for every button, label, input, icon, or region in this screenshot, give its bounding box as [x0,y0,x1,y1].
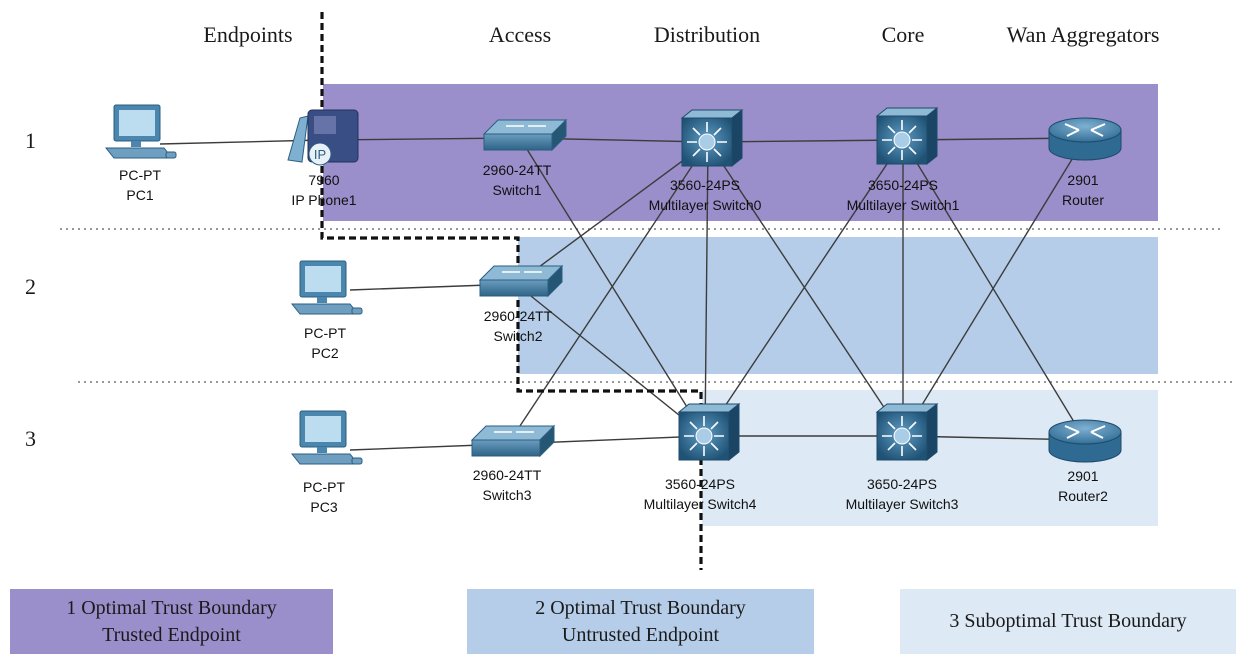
router2-label: 2901 Router2 [1058,466,1108,506]
row-label-3: 3 [25,426,36,451]
legend-box-2: 2 Optimal Trust Boundary Untrusted Endpo… [467,589,814,654]
column-header-core: Core [881,22,925,47]
mls4-label: 3560-24PS Multilayer Switch4 [644,474,757,514]
mls3-name: Multilayer Switch3 [845,496,959,512]
switch3-model: 2960-24TT [472,467,542,483]
pc3-name: PC3 [310,499,338,515]
mls1-label: 3650-24PS Multilayer Switch1 [847,175,960,215]
mls1-name: Multilayer Switch1 [846,197,960,213]
pc1-name: PC1 [126,187,154,203]
router1-router-icon [1048,117,1122,161]
legend-box-3: 3 Suboptimal Trust Boundary [900,589,1236,654]
mls4-multilayer-switch-icon [677,402,741,462]
column-header-endpoints: Endpoints [203,22,293,47]
switch1-switch-icon [482,118,568,152]
column-header-wan-aggregators: Wan Aggregators [1006,22,1160,47]
legend-3-line1: 3 Suboptimal Trust Boundary [949,610,1187,632]
switch3-switch-icon [470,424,556,458]
link-switch3-mls0 [507,141,709,445]
pc2-name: PC2 [311,345,339,361]
switch2-model: 2960-24TT [483,308,553,324]
mls0-name: Multilayer Switch0 [648,197,762,213]
phone1-model: 7960 [308,172,340,188]
link-switch2-mls0 [515,141,709,285]
mls1-model: 3650-24PS [867,177,939,193]
pc3-pc-icon [290,410,363,465]
link-mls1-router2 [902,139,1086,441]
pc3-label: PC-PT PC3 [303,477,345,517]
mls0-label: 3560-24PS Multilayer Switch0 [649,175,762,215]
router1-model: 2901 [1067,172,1099,188]
pc2-label: PC-PT PC2 [304,323,346,363]
switch2-switch-icon [478,264,564,298]
mls4-name: Multilayer Switch4 [643,496,757,512]
legend-1-line2: Trusted Endpoint [102,623,241,646]
legend-1-line1: 1 Optimal Trust Boundary [66,596,277,619]
mls3-multilayer-switch-icon [875,402,939,462]
link-switch2-mls4 [515,283,706,437]
router1-label: 2901 Router [1062,170,1104,210]
router2-model: 2901 [1067,468,1099,484]
switch3-label: 2960-24TT Switch3 [473,465,541,505]
phone1-label: 7960 IP Phone1 [291,170,356,210]
router1-name: Router [1061,192,1105,208]
router2-router-icon [1048,419,1122,463]
row-label-2: 2 [25,274,36,299]
switch3-name: Switch3 [482,487,532,503]
router2-name: Router2 [1058,488,1108,504]
column-header-distribution: Distribution [653,22,761,47]
switch1-label: 2960-24TT Switch1 [483,160,551,200]
column-header-access: Access [488,22,552,47]
phone1-name: IP Phone1 [291,192,357,208]
mls3-model: 3650-24PS [866,476,938,492]
legend-2-line2: Untrusted Endpoint [561,623,720,646]
mls0-model: 3560-24PS [669,177,741,193]
link-mls0-mls3 [707,141,904,437]
mls1-multilayer-switch-icon [875,106,939,166]
mls3-label: 3650-24PS Multilayer Switch3 [846,474,959,514]
svg-text:IP: IP [314,147,326,162]
link-mls1-mls4 [704,139,904,437]
pc3-model: PC-PT [303,479,345,495]
ip-phone-icon: IP [287,109,359,166]
pc1-model: PC-PT [119,167,161,183]
mls0-multilayer-switch-icon [680,108,744,168]
switch2-label: 2960-24TT Switch2 [484,306,552,346]
pc2-pc-icon [290,260,363,315]
legend-box-1: 1 Optimal Trust Boundary Trusted Endpoin… [10,589,333,654]
pc2-model: PC-PT [304,325,346,341]
mls4-model: 3560-24PS [664,476,736,492]
pc1-label: PC-PT PC1 [119,165,161,205]
pc1-pc-icon [104,104,177,159]
switch2-name: Switch2 [493,328,543,344]
link-mls0-mls4 [704,141,709,437]
link-mls3-router1 [902,137,1086,437]
switch1-model: 2960-24TT [482,162,552,178]
legend-2-line1: 2 Optimal Trust Boundary [535,596,746,619]
switch1-name: Switch1 [492,182,542,198]
row-label-1: 1 [25,128,36,153]
